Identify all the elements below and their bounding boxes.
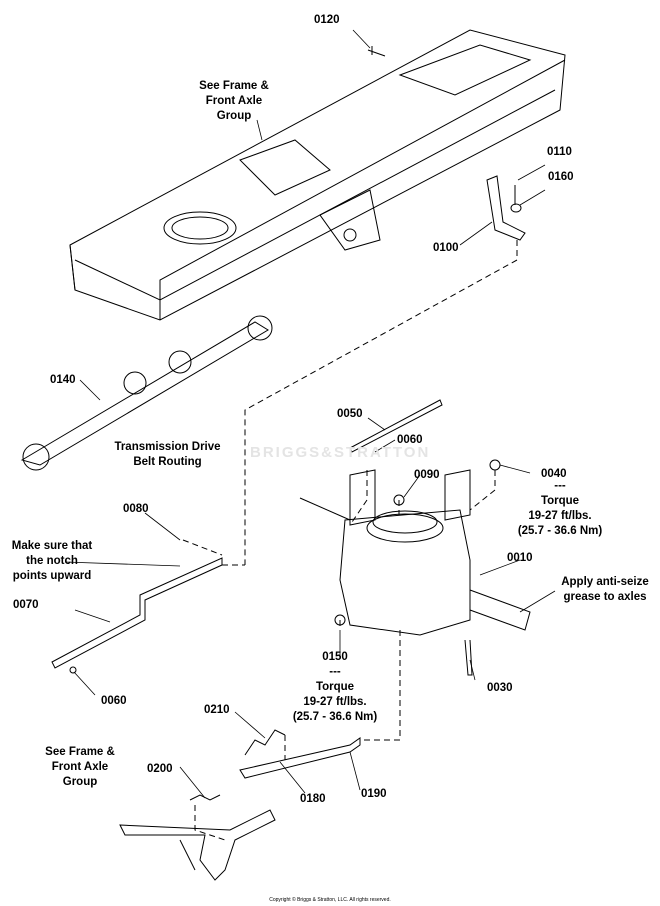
callout-0040: 0040 — [541, 468, 567, 480]
note-anti-seize: Apply anti-seize grease to axles — [561, 576, 649, 603]
callout-0090: 0090 — [414, 469, 440, 481]
spring-0210 — [244, 729, 286, 756]
frame-assembly — [69, 29, 566, 321]
note-belt-routing: Transmission Drive Belt Routing — [114, 441, 221, 468]
callout-0030: 0030 — [487, 682, 513, 694]
callout-0050: 0050 — [337, 408, 363, 420]
dashed-leaders — [182, 240, 518, 841]
drive-belt — [20, 315, 273, 471]
callout-0190: 0190 — [361, 788, 387, 800]
callout-0080: 0080 — [123, 503, 149, 515]
callout-0110: 0110 — [547, 146, 572, 158]
bolt-0120 — [367, 46, 386, 57]
callout-0180: 0180 — [300, 793, 326, 805]
note-frame-bottom: See Frame & Front Axle Group — [45, 746, 115, 788]
transaxle-0010 — [299, 459, 531, 676]
note-frame-top: See Frame & Front Axle Group — [199, 80, 269, 122]
note-torque-0150: 0150 --- Torque 19-27 ft/lbs. (25.7 - 36… — [292, 651, 378, 723]
callout-0060-bottom: 0060 — [101, 695, 127, 707]
callout-0100: 0100 — [433, 242, 459, 254]
copyright: Copyright © Briggs & Stratton, LLC. All … — [269, 897, 391, 903]
callout-0210: 0210 — [204, 704, 230, 716]
callout-0060-top: 0060 — [397, 434, 423, 446]
rod-0180 — [239, 737, 361, 779]
callout-0200: 0200 — [147, 763, 173, 775]
note-torque-0040: --- Torque 19-27 ft/lbs. (25.7 - 36.6 Nm… — [517, 480, 603, 537]
leader-lines — [64, 29, 556, 799]
rod-0050 — [349, 399, 443, 453]
callout-0140: 0140 — [50, 374, 76, 386]
callout-0120: 0120 — [314, 14, 340, 26]
callout-0070: 0070 — [13, 599, 39, 611]
callout-0160: 0160 — [548, 171, 574, 183]
watermark: BRIGGS&STRATTON — [250, 444, 431, 461]
bracket-0100 — [486, 175, 526, 241]
pedal-lever — [119, 809, 276, 881]
note-notch: Make sure that the notch points upward — [11, 540, 93, 582]
callout-0010: 0010 — [507, 552, 533, 564]
